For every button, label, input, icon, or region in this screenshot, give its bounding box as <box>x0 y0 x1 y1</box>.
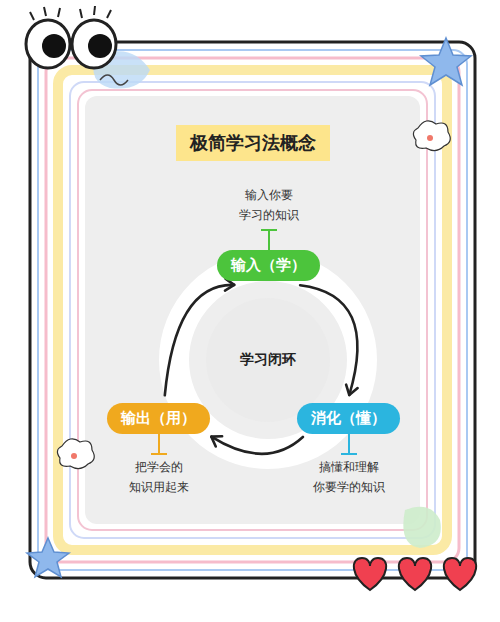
node-description: 把学会的 知识用起来 <box>117 458 201 498</box>
leader-bar <box>151 453 167 455</box>
process-pill: 输出（用）把学会的 知识用起来 <box>107 403 210 434</box>
node-label: 输入（学） <box>231 256 306 275</box>
cycle-arrow <box>211 437 303 454</box>
process-pill: 消化（懂）搞懂和理解 你要学的知识 <box>297 403 400 434</box>
cloud-left <box>57 439 94 469</box>
node-label: 消化（懂） <box>311 409 386 428</box>
title-box: 极简学习法概念 <box>176 125 330 161</box>
stripe-pink <box>46 58 459 562</box>
star-bottom <box>27 538 69 577</box>
leader-bar <box>341 453 357 455</box>
green-blob <box>403 507 441 548</box>
node-description: 输入你要 学习的知识 <box>227 186 311 226</box>
leader-bar <box>261 229 277 231</box>
stripe-yellow <box>58 70 447 550</box>
leader-line <box>268 230 270 250</box>
leader-line <box>158 434 160 454</box>
stripe-blue <box>38 50 467 570</box>
stripe-lavender <box>70 82 435 538</box>
outer-frame <box>30 42 475 578</box>
hearts <box>354 558 476 590</box>
inner-panel <box>85 96 420 524</box>
cloud-right <box>413 121 450 151</box>
node-label: 输出（用） <box>121 409 196 428</box>
node-description: 搞懂和理解 你要学的知识 <box>307 458 391 498</box>
process-pill: 输入（学）输入你要 学习的知识 <box>217 250 320 281</box>
star-top <box>421 38 471 85</box>
eyes <box>26 6 116 68</box>
node-label: 学习闭环 <box>240 351 296 369</box>
stripe-pink-inner <box>78 90 427 530</box>
leader-line <box>348 434 350 454</box>
squiggle <box>100 75 128 85</box>
